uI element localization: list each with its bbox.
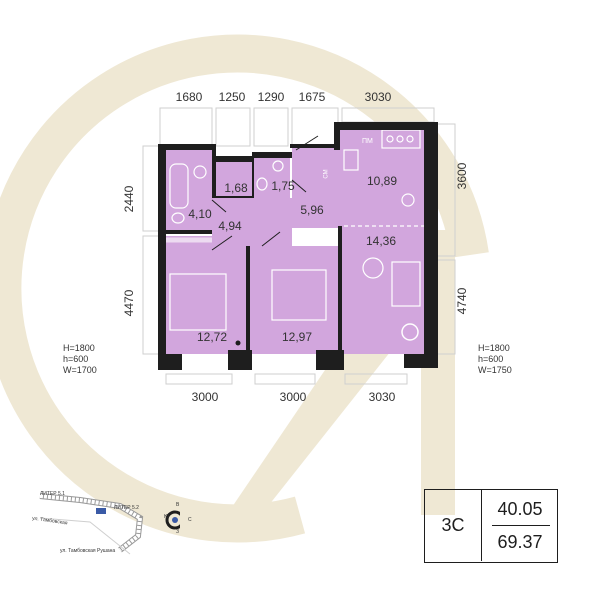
wall-left: [158, 144, 166, 370]
bed-left: [169, 273, 227, 331]
dim-right-1: 3600: [455, 162, 469, 190]
dim-left-2: 4470: [122, 289, 136, 317]
apartment-legend: 3С 40.05 69.37: [424, 489, 558, 563]
minimap-building-a: ЛИТЕР 5.1: [40, 491, 65, 497]
wc-sink: [272, 160, 284, 172]
room-area-bedroom-left: 12,72: [196, 330, 228, 344]
apartment-code: 3С: [425, 490, 482, 561]
toilet-wc: [256, 177, 268, 191]
window-spec-right: H=1800 h=600 W=1750: [478, 343, 512, 375]
compass-north: С: [188, 517, 192, 523]
dim-top-2: 1250: [218, 90, 246, 104]
compass-south: Ю: [164, 514, 170, 520]
wall-top-bath: [158, 144, 212, 150]
site-minimap: [39, 493, 180, 555]
dim-bottom-2: 3000: [279, 390, 307, 404]
minimap-highlight: [96, 508, 106, 514]
toilet: [171, 212, 185, 224]
sink: [193, 165, 207, 179]
room-area-wc: 1,68: [224, 181, 248, 195]
dim-left-1: 2440: [122, 185, 136, 213]
walls: [158, 122, 438, 370]
dim-bottom-1: 3000: [191, 390, 219, 404]
window-spec-left: H=1800 h=600 W=1700: [63, 343, 97, 375]
dim-right-2: 4740: [455, 287, 469, 315]
bathtub: [169, 163, 189, 209]
dim-top-5: 3030: [364, 90, 392, 104]
room-area-bathroom: 4,10: [188, 207, 212, 221]
dim-top-3: 1290: [257, 90, 285, 104]
minimap-street-b: ул. Тамбовская Рушана: [60, 548, 116, 554]
dim-top-4: 1675: [298, 90, 326, 104]
sofa: [391, 261, 421, 307]
compass-west: З: [176, 529, 180, 535]
plant: [401, 323, 419, 341]
legend-divider: [492, 525, 550, 526]
kitchen-sink: [343, 149, 359, 171]
wall-right: [424, 122, 438, 368]
socket-dot: [235, 340, 241, 346]
wall-bedrooms: [246, 246, 250, 354]
room-area-hallway: 5,96: [300, 203, 324, 217]
kitchen-table: [401, 193, 415, 207]
room-area-corridor: 4,94: [218, 219, 242, 233]
coffee-table: [362, 257, 384, 279]
bed-middle: [271, 269, 327, 321]
room-area-bedroom-middle: 12,97: [281, 330, 313, 344]
total-area-value: 69.37: [497, 532, 543, 552]
compass-east: В: [176, 502, 180, 508]
room-area-living: 14,36: [365, 234, 397, 248]
room-area-closet: 1,75: [271, 179, 295, 193]
minimap-building-b: ЛИТЕР 5.2: [114, 505, 139, 511]
doors: [211, 135, 319, 251]
dim-bottom-3: 3030: [368, 390, 396, 404]
dishwasher-label: ПМ: [362, 138, 373, 145]
dim-top-1: 1680: [175, 90, 203, 104]
fixtures: [166, 129, 424, 331]
room-fills: [166, 130, 424, 354]
washer-label: СМ: [323, 169, 330, 179]
compass-icon: [165, 510, 180, 530]
watermark-arc: [0, 34, 489, 543]
living-area-value: 40.05: [497, 499, 543, 519]
room-area-kitchen: 10,89: [366, 174, 398, 188]
wall-top-kitchen: [334, 122, 438, 130]
